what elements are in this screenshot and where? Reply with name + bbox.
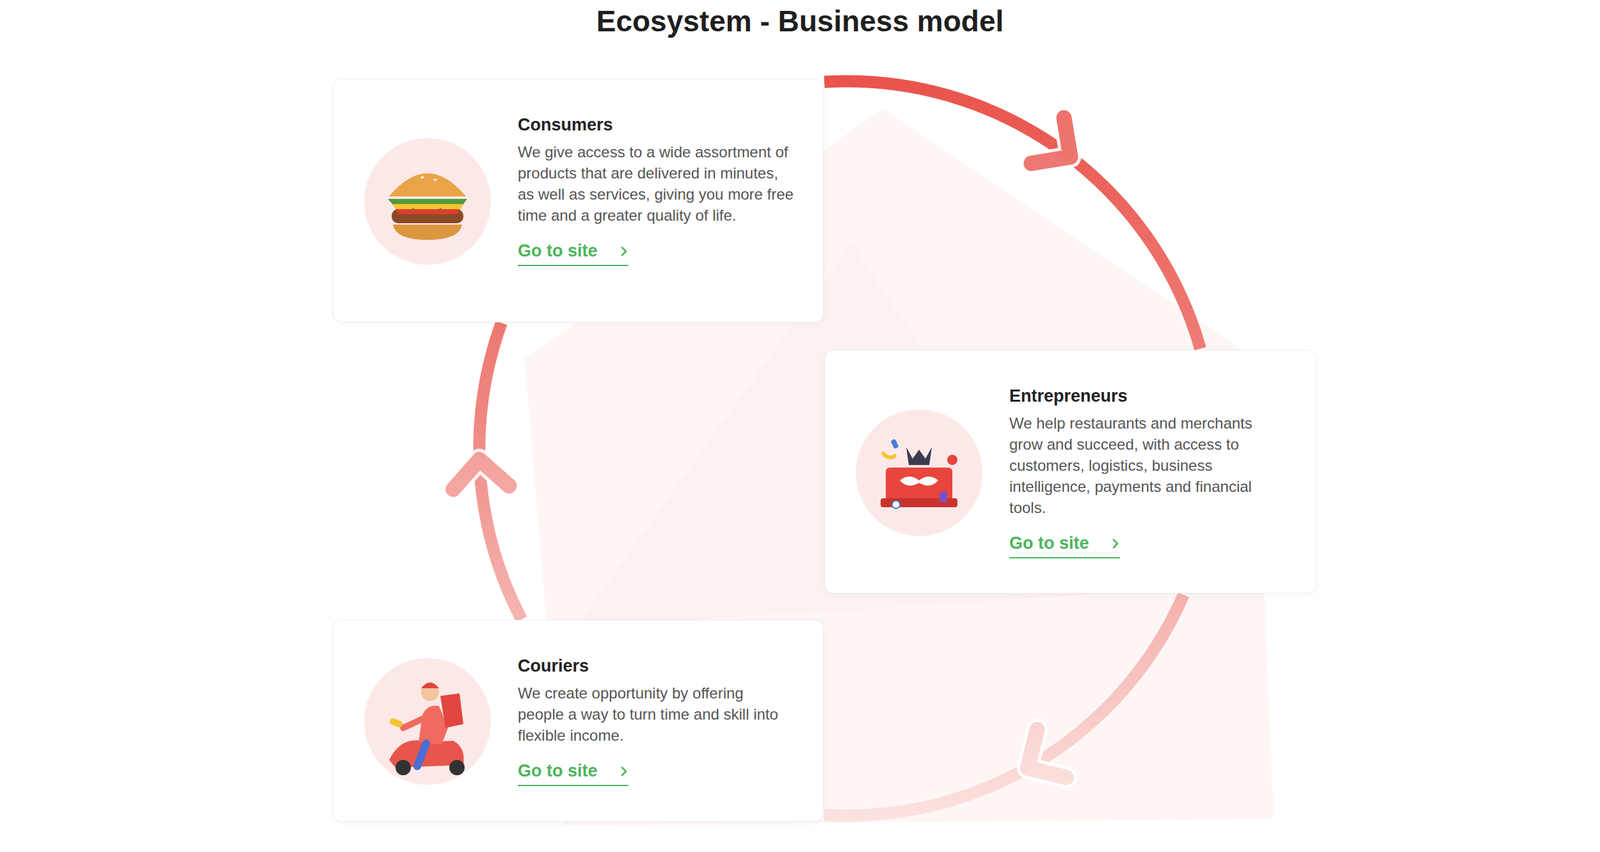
arrowhead (1031, 117, 1071, 164)
cycle-connector (453, 323, 522, 621)
card-content: Consumers We give access to a wide assort… (517, 115, 794, 267)
arrowhead-outline (453, 460, 510, 491)
icon-background (364, 138, 491, 265)
cycle-connector (824, 595, 1184, 816)
card-text-block: Go to site (517, 746, 794, 787)
chevron-icon (1111, 538, 1120, 550)
go-to-site-link: Go to site (517, 761, 598, 782)
burger-illustration (387, 163, 468, 240)
chevron-icon (619, 245, 629, 258)
card-text-block: Go to site (1009, 518, 1287, 559)
card-content: Couriers We create opportunity by offerin… (517, 656, 794, 787)
chevron-icon (619, 766, 629, 778)
icon-background (364, 658, 491, 786)
card-illustration (363, 137, 492, 266)
ecosystem-card: Entrepreneurs We help restaurants and mer… (824, 350, 1317, 594)
card-description: We give access to a wide assortment of p… (517, 141, 794, 226)
card-text-block: Couriers (517, 656, 794, 677)
arrowhead (1027, 730, 1067, 779)
icon-background (855, 409, 983, 537)
card-description: We help restaurants and merchants grow a… (1009, 412, 1287, 519)
diagram-title: Ecosystem - Business model (0, 3, 1600, 39)
card-illustration (363, 657, 492, 786)
cycle-connector (824, 81, 1200, 349)
card-text-block: Consumers (517, 115, 794, 136)
card-text-block: We create opportunity by offering people… (517, 682, 794, 747)
arrowhead-outline (1027, 730, 1067, 779)
link-underline: Go to site (517, 241, 629, 267)
shop-illustration (880, 438, 958, 509)
card-text-block: We help restaurants and merchants grow a… (1009, 412, 1287, 519)
card-content: Entrepreneurs We help restaurants and mer… (1009, 386, 1287, 559)
card-description: We create opportunity by offering people… (517, 682, 794, 747)
ecosystem-card: Consumers We give access to a wide assort… (332, 78, 824, 323)
courier-illustration (389, 682, 465, 776)
card-heading: Couriers (517, 656, 794, 677)
card-text-block: Entrepreneurs (1009, 386, 1287, 407)
card-text-block: Go to site (517, 225, 794, 267)
cycle-arc (824, 595, 1184, 816)
go-to-site-link: Go to site (517, 241, 598, 262)
cycle-arc (824, 81, 1200, 349)
link-underline: Go to site (517, 761, 629, 787)
link-underline: Go to site (1009, 533, 1120, 559)
go-to-site-link: Go to site (1009, 533, 1090, 554)
ecosystem-card: Couriers We create opportunity by offerin… (332, 620, 824, 823)
card-text-block: We give access to a wide assortment of p… (517, 141, 794, 226)
card-illustration (855, 408, 984, 537)
arrowhead (453, 460, 510, 491)
card-heading: Consumers (517, 115, 794, 136)
card-heading: Entrepreneurs (1009, 386, 1287, 407)
arrowhead-outline (1031, 117, 1071, 164)
